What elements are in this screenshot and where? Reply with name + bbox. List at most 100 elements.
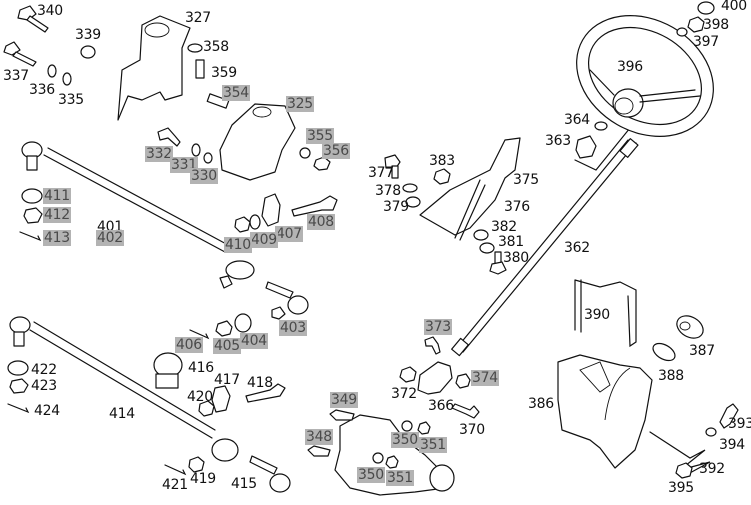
part-363-nut [575, 135, 597, 159]
label-413[interactable]: 413 [43, 230, 71, 246]
label-417[interactable]: 417 [214, 372, 240, 388]
part-340-bolt [17, 5, 49, 33]
part-419-nut [188, 456, 205, 473]
label-355[interactable]: 355 [306, 128, 334, 144]
label-409[interactable]: 409 [250, 232, 278, 248]
label-375[interactable]: 375 [513, 172, 539, 188]
label-351[interactable]: 351 [419, 437, 447, 453]
part-325-housing [219, 103, 296, 181]
label-397[interactable]: 397 [693, 34, 719, 50]
label-364[interactable]: 364 [564, 112, 590, 128]
label-386[interactable]: 386 [528, 396, 554, 412]
label-382[interactable]: 382 [491, 219, 517, 235]
label-359[interactable]: 359 [211, 65, 237, 81]
label-381[interactable]: 381 [498, 234, 524, 250]
label-379[interactable]: 379 [383, 199, 409, 215]
label-423[interactable]: 423 [31, 378, 57, 394]
part-406-cotter-pin [189, 329, 210, 340]
label-395[interactable]: 395 [668, 480, 694, 496]
part-409-washer [249, 214, 261, 230]
label-336[interactable]: 336 [29, 82, 55, 98]
label-325[interactable]: 325 [286, 96, 314, 112]
part-407-bushing [261, 193, 281, 227]
part-379-washer [405, 196, 421, 208]
label-327[interactable]: 327 [185, 10, 211, 26]
part-424-cotter-pin [7, 403, 30, 414]
part-383-nut [433, 168, 451, 185]
label-380[interactable]: 380 [503, 250, 529, 266]
label-407[interactable]: 407 [275, 226, 303, 242]
label-418[interactable]: 418 [247, 375, 273, 391]
label-370[interactable]: 370 [459, 422, 485, 438]
label-362[interactable]: 362 [564, 240, 590, 256]
label-350[interactable]: 350 [391, 432, 419, 448]
part-350b-washer [372, 452, 384, 464]
label-411[interactable]: 411 [43, 188, 71, 204]
label-408[interactable]: 408 [307, 214, 335, 230]
label-356[interactable]: 356 [322, 143, 350, 159]
label-340[interactable]: 340 [37, 3, 63, 19]
part-390-bracket [574, 279, 637, 348]
label-351b[interactable]: 351 [386, 470, 414, 486]
label-403[interactable]: 403 [279, 320, 307, 336]
label-348[interactable]: 348 [305, 429, 333, 445]
label-366[interactable]: 366 [428, 398, 454, 414]
part-404-boot [234, 313, 252, 333]
part-392-bracket [649, 431, 711, 475]
label-330[interactable]: 330 [190, 168, 218, 184]
label-376[interactable]: 376 [504, 199, 530, 215]
part-359-fitting [195, 59, 205, 79]
label-373[interactable]: 373 [424, 319, 452, 335]
part-398-nut [687, 16, 705, 33]
label-335[interactable]: 335 [58, 92, 84, 108]
label-406[interactable]: 406 [175, 337, 203, 353]
label-388[interactable]: 388 [658, 368, 684, 384]
label-424[interactable]: 424 [34, 403, 60, 419]
label-415[interactable]: 415 [231, 476, 257, 492]
part-330-washer [203, 152, 213, 164]
label-405[interactable]: 405 [213, 338, 241, 354]
part-372-nut [399, 366, 417, 383]
part-393-bolt [719, 403, 739, 429]
label-422[interactable]: 422 [31, 362, 57, 378]
label-402[interactable]: 402 [96, 230, 124, 246]
label-383[interactable]: 383 [429, 153, 455, 169]
part-378-washer [402, 183, 418, 193]
label-396[interactable]: 396 [617, 59, 643, 75]
label-374[interactable]: 374 [471, 370, 499, 386]
label-363[interactable]: 363 [545, 133, 571, 149]
label-372[interactable]: 372 [391, 386, 417, 402]
label-387[interactable]: 387 [689, 343, 715, 359]
label-420[interactable]: 420 [187, 389, 213, 405]
label-350b[interactable]: 350 [357, 467, 385, 483]
label-400[interactable]: 400 [721, 0, 747, 14]
label-377[interactable]: 377 [368, 165, 394, 181]
label-394[interactable]: 394 [719, 437, 745, 453]
label-398[interactable]: 398 [703, 17, 729, 33]
label-378[interactable]: 378 [375, 183, 401, 199]
label-404[interactable]: 404 [240, 333, 268, 349]
part-418-bolt [245, 383, 286, 403]
label-414[interactable]: 414 [109, 406, 135, 422]
label-410[interactable]: 410 [224, 237, 252, 253]
label-421[interactable]: 421 [162, 477, 188, 493]
label-358[interactable]: 358 [203, 39, 229, 55]
label-390[interactable]: 390 [584, 307, 610, 323]
label-392[interactable]: 392 [699, 461, 725, 477]
label-416[interactable]: 416 [188, 360, 214, 376]
label-419[interactable]: 419 [190, 471, 216, 487]
label-349[interactable]: 349 [330, 392, 358, 408]
label-332[interactable]: 332 [145, 146, 173, 162]
part-415-ball-joint [249, 455, 291, 493]
label-354[interactable]: 354 [222, 85, 250, 101]
label-412[interactable]: 412 [43, 207, 71, 223]
part-339-sleeve [80, 45, 96, 59]
label-393[interactable]: 393 [728, 416, 751, 432]
part-366-universal-joint [417, 361, 453, 395]
part-401-tie-rod [21, 141, 255, 289]
label-339[interactable]: 339 [75, 27, 101, 43]
part-382-washer [473, 229, 489, 241]
part-380-bolt [489, 251, 507, 275]
label-337[interactable]: 337 [3, 68, 29, 84]
